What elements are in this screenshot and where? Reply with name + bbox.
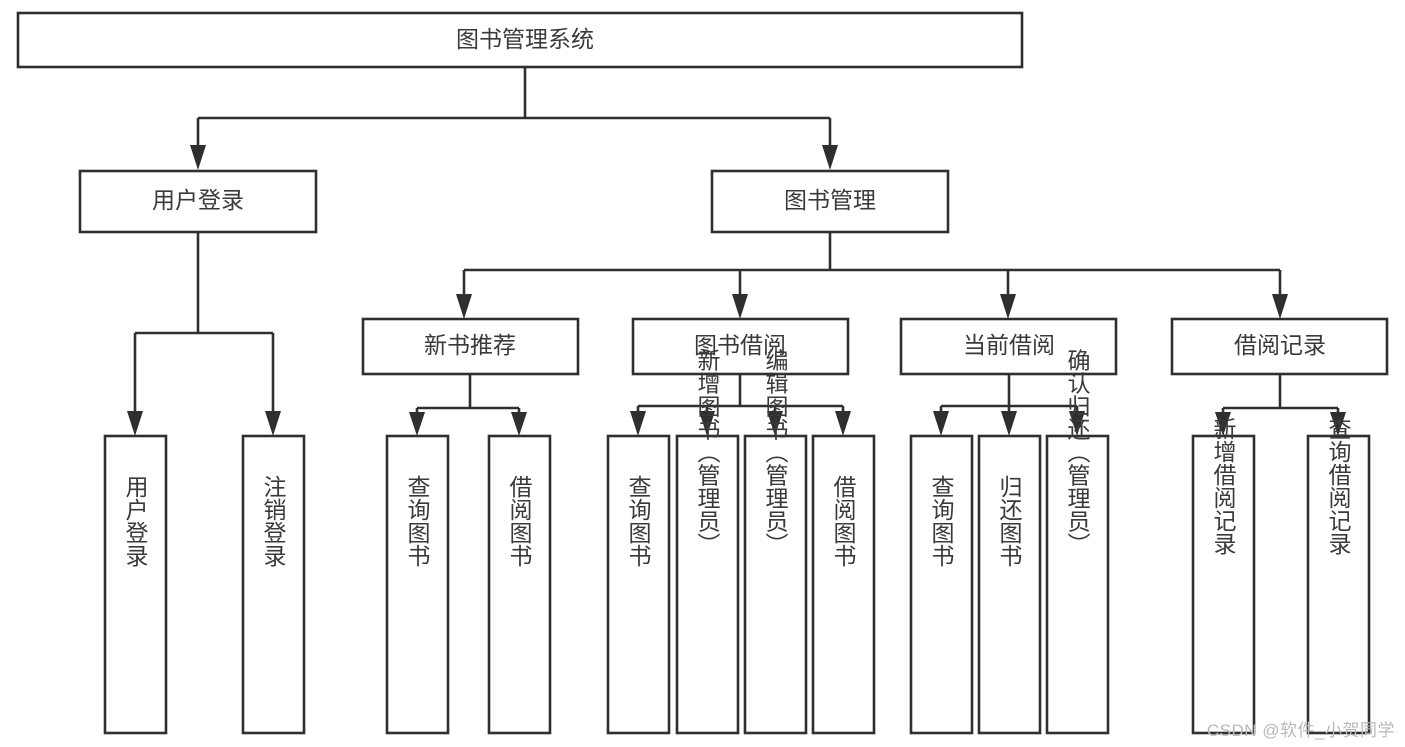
node-new-book-recommend-label: 新书推荐 <box>424 332 516 358</box>
node-current-borrow[interactable]: 当前借阅 <box>899 317 1118 376</box>
leaf-node[interactable]: 编辑图书（管理员） <box>743 349 808 735</box>
leaf-box[interactable] <box>241 434 306 735</box>
leaf-node[interactable]: 新增图书（管理员） <box>675 349 740 735</box>
arrow-head-icon <box>456 294 472 319</box>
arrow-head-icon <box>732 294 748 319</box>
node-current-borrow-box[interactable] <box>899 317 1118 376</box>
leaf-label: 借阅图书 <box>830 475 857 567</box>
arrow-head-icon <box>699 411 715 436</box>
node-user-login[interactable]: 用户登录 <box>78 169 318 234</box>
arrow-head-icon <box>1330 412 1346 436</box>
arrow-head-icon <box>265 411 281 436</box>
arrow-head-icon <box>190 145 206 170</box>
arrow-head-icon <box>835 411 851 436</box>
arrow-head-icon <box>511 412 527 436</box>
leaf-node[interactable]: 查询图书 <box>909 434 974 735</box>
leaf-label: 查询图书 <box>625 475 652 567</box>
leaf-node[interactable]: 查询借阅记录 <box>1306 417 1371 735</box>
leaf-box[interactable] <box>811 434 876 735</box>
leaf-label: 查询图书 <box>404 475 431 567</box>
leaf-label: 用户登录 <box>122 475 149 567</box>
leaf-node[interactable]: 新增借阅记录 <box>1191 417 1256 735</box>
leaf-box[interactable] <box>977 434 1042 735</box>
connector-bookborrow-to-leaves <box>630 374 851 436</box>
connector-newbook-to-leaves <box>409 374 527 436</box>
leaf-node[interactable]: 借阅图书 <box>487 434 552 735</box>
leaf-box[interactable] <box>909 434 974 735</box>
leaf-box[interactable] <box>675 434 740 735</box>
leaf-box[interactable] <box>606 434 671 735</box>
node-root[interactable]: 图书管理系统 <box>16 11 1024 69</box>
leaf-label: 查询图书 <box>928 475 955 567</box>
leaf-node[interactable]: 借阅图书 <box>811 434 876 735</box>
arrow-head-icon <box>1272 294 1288 319</box>
leaf-label: 编辑图书（管理员） <box>762 349 789 556</box>
leaf-node[interactable]: 确认归还（管理员） <box>1045 349 1110 735</box>
leaf-label: 借阅图书 <box>506 475 533 567</box>
leaf-box[interactable] <box>487 434 552 735</box>
leaf-label: 新增借阅记录 <box>1210 417 1237 555</box>
node-user-login-label: 用户登录 <box>152 187 244 213</box>
node-current-borrow-label: 当前借阅 <box>963 332 1055 358</box>
leaf-node[interactable]: 查询图书 <box>385 434 450 735</box>
node-new-book-recommend-box[interactable] <box>361 317 580 376</box>
leaf-box[interactable] <box>743 434 808 735</box>
arrow-head-icon <box>933 411 949 436</box>
arrow-head-icon <box>822 145 838 170</box>
node-borrow-record-box[interactable] <box>1170 317 1389 376</box>
leaf-box[interactable] <box>1191 434 1256 735</box>
arrow-head-icon <box>1069 411 1085 436</box>
node-root-box[interactable] <box>16 11 1024 69</box>
leaf-box[interactable] <box>1045 434 1110 735</box>
node-book-borrow[interactable]: 图书借阅 <box>631 317 850 376</box>
leaf-label: 新增图书（管理员） <box>694 349 721 556</box>
arrow-head-icon <box>630 411 646 436</box>
node-borrow-record[interactable]: 借阅记录 <box>1170 317 1389 376</box>
leaf-node[interactable]: 查询图书 <box>606 434 671 735</box>
node-new-book-recommend[interactable]: 新书推荐 <box>361 317 580 376</box>
node-root-label: 图书管理系统 <box>456 26 594 52</box>
connector-bookmgmt-to-level3 <box>456 232 1288 319</box>
leaf-box[interactable] <box>103 434 168 735</box>
node-book-management-label: 图书管理 <box>784 187 876 213</box>
leaf-label: 注销登录 <box>260 475 287 567</box>
leaf-box[interactable] <box>385 434 450 735</box>
node-book-management[interactable]: 图书管理 <box>710 169 950 234</box>
connector-currentborrow-to-leaves <box>933 374 1085 436</box>
arrow-head-icon <box>127 411 143 436</box>
connector-borrowrecord-to-leaves <box>1215 374 1346 436</box>
node-book-borrow-box[interactable] <box>631 317 850 376</box>
leaf-node[interactable]: 用户登录 <box>103 434 168 735</box>
node-user-login-box[interactable] <box>78 169 318 234</box>
node-borrow-record-label: 借阅记录 <box>1234 332 1326 358</box>
leaf-node[interactable]: 注销登录 <box>241 434 306 735</box>
connector-root-to-level2 <box>190 67 838 170</box>
arrow-head-icon <box>1001 411 1017 436</box>
node-book-management-box[interactable] <box>710 169 950 234</box>
arrow-head-icon <box>409 412 425 436</box>
leaf-node[interactable]: 归还图书 <box>977 434 1042 735</box>
arrow-head-icon <box>1215 412 1231 436</box>
leaf-box[interactable] <box>1306 434 1371 735</box>
leaf-label: 查询借阅记录 <box>1325 417 1352 555</box>
arrow-head-icon <box>767 411 783 436</box>
arrow-head-icon <box>1000 294 1016 319</box>
leaf-label: 确认归还（管理员） <box>1064 349 1091 556</box>
connector-userlogin-to-leaves <box>127 232 281 436</box>
node-book-borrow-label: 图书借阅 <box>694 332 786 358</box>
leaf-label: 归还图书 <box>996 475 1023 567</box>
